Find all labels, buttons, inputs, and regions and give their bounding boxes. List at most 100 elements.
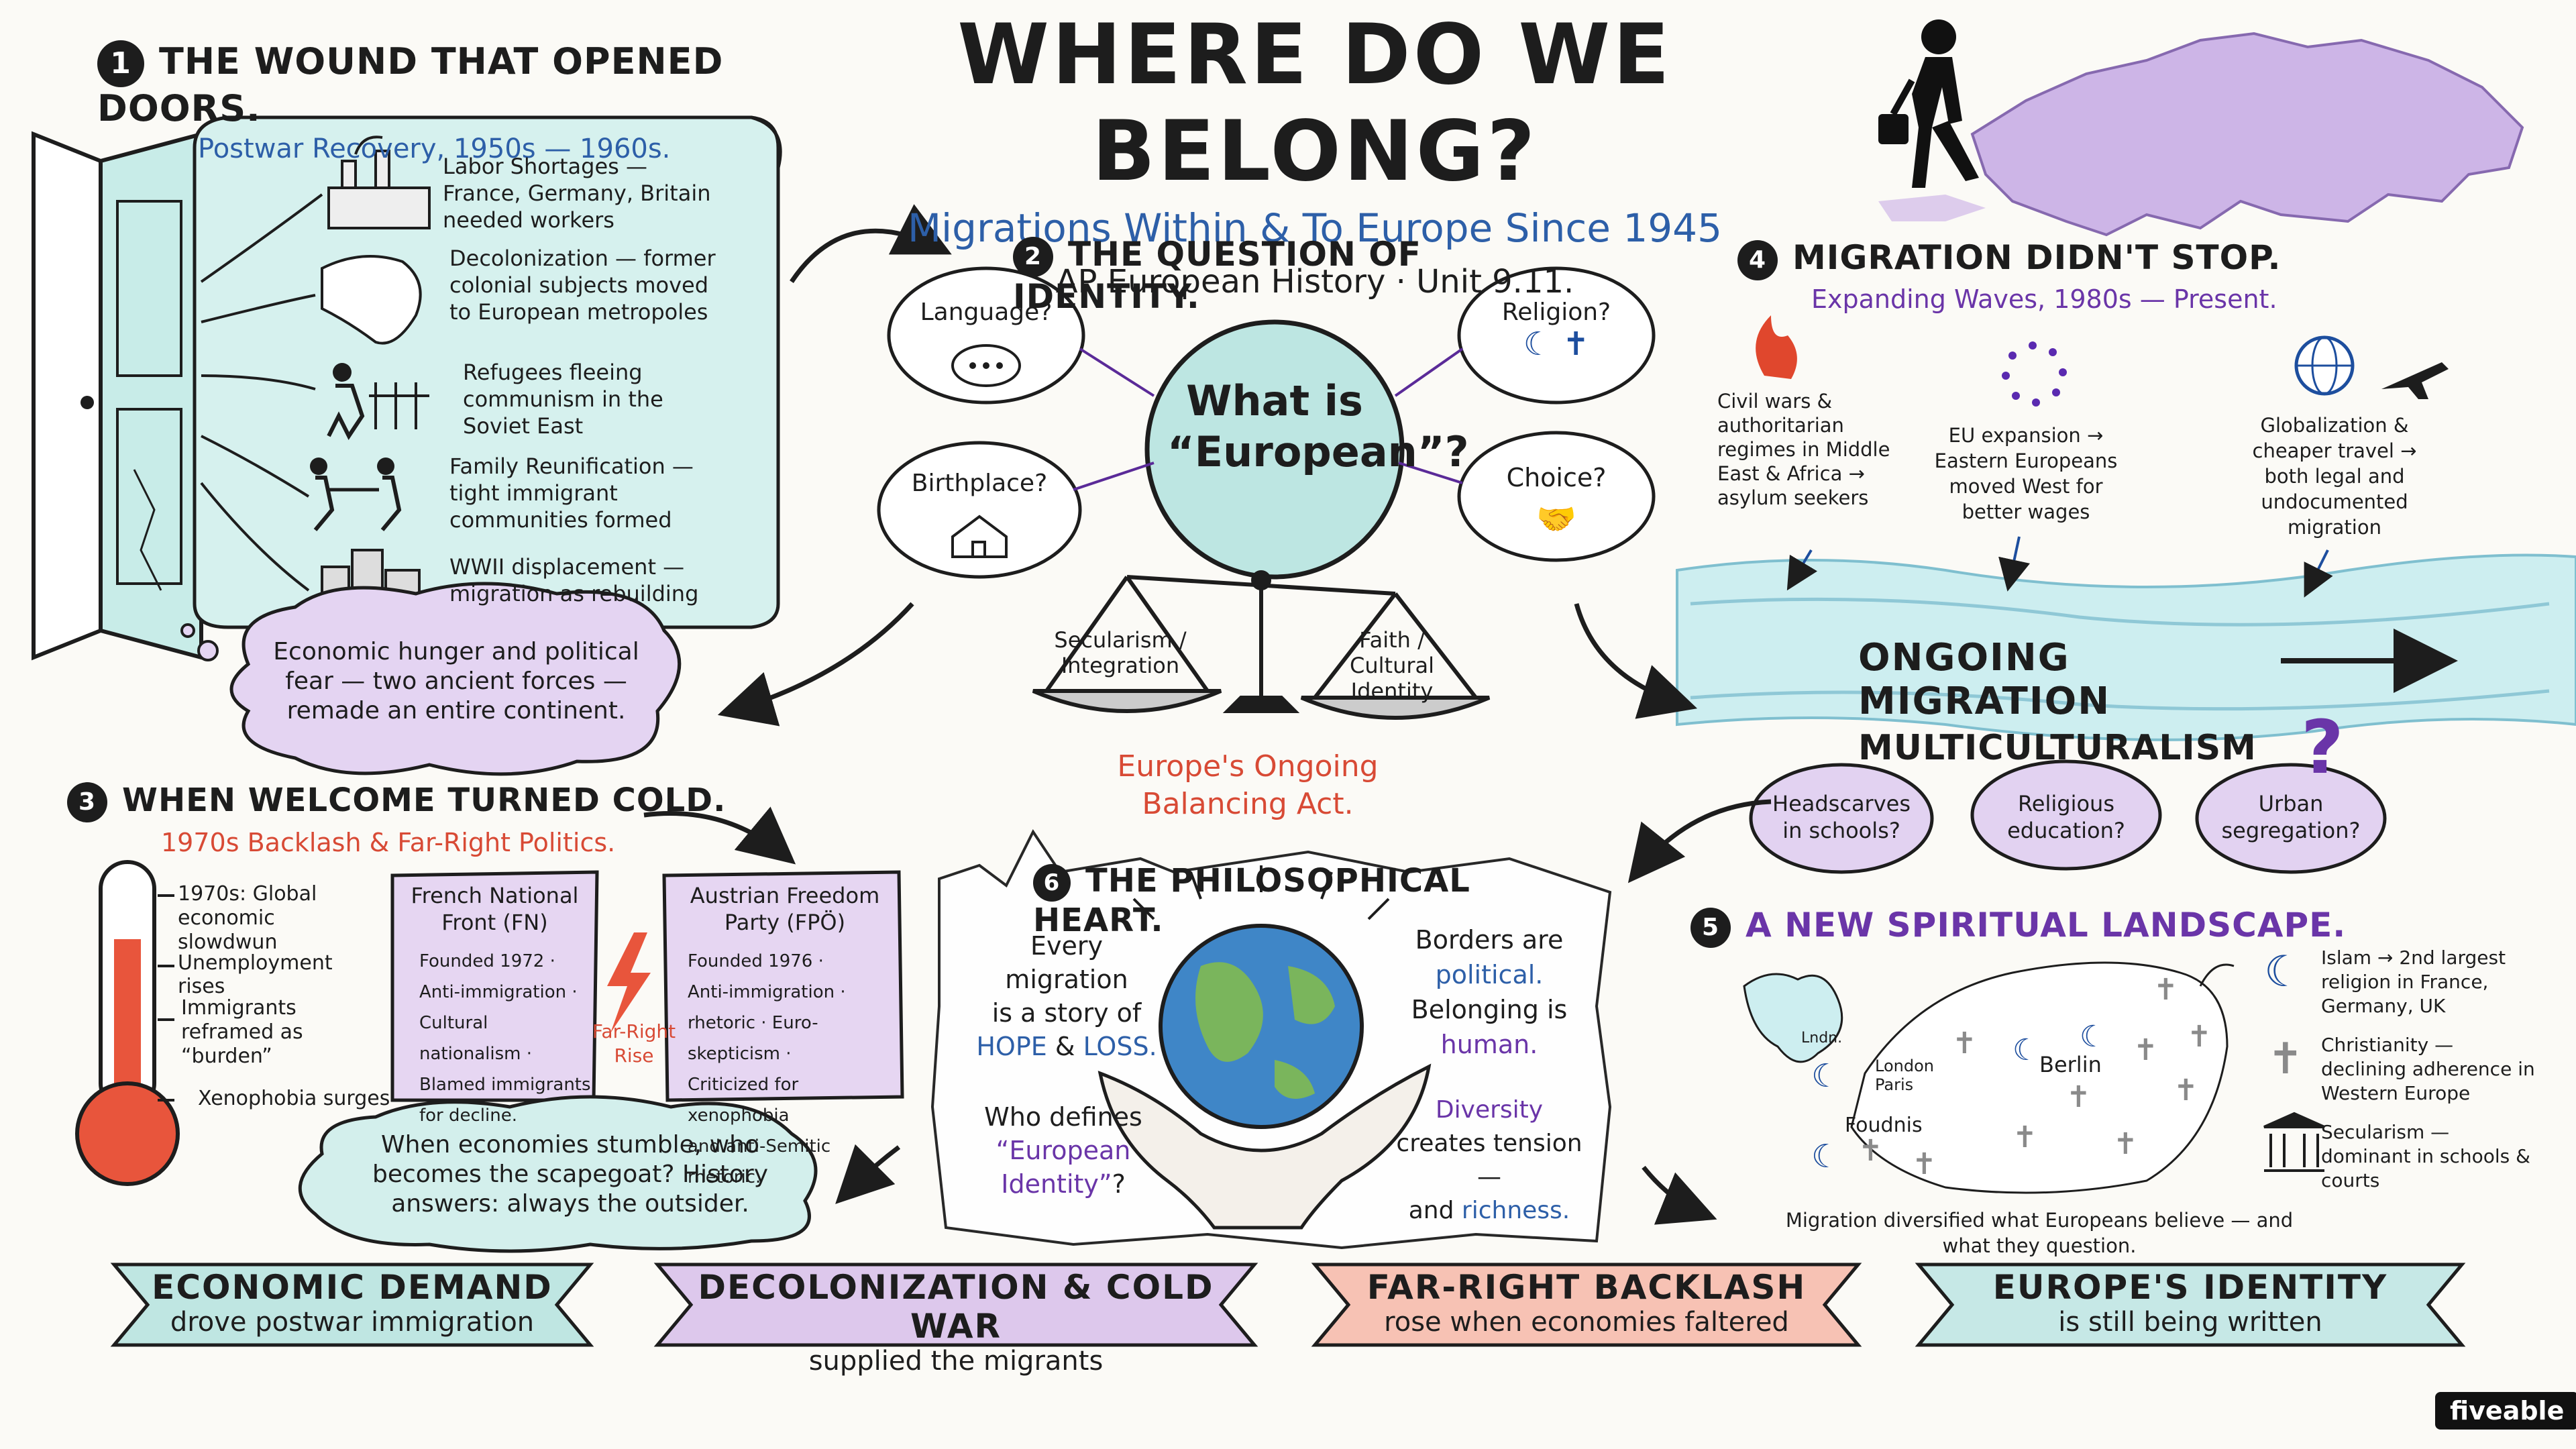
thermo-label-3: Immigrants reframed as “burden” (181, 996, 303, 1068)
multiculturalism-bubbles (1749, 759, 2387, 874)
bubble-headscarves: Headscarves in schools? (1772, 791, 1911, 843)
ribbon-banners (110, 1263, 2466, 1347)
bubble-choice: Choice? (1506, 463, 1607, 492)
fire-icon (1756, 315, 1797, 379)
globe-in-hands-icon (1097, 924, 1432, 1230)
s1-item-decolonization: Decolonization — former colonial subject… (449, 246, 716, 325)
diversity-word: Diversity (1435, 1096, 1544, 1124)
political-word: political. (1435, 960, 1544, 989)
bubble-religious-education: Religious education? (2007, 791, 2125, 843)
cross-icons: ✝✝✝ ✝✝✝ ✝✝✝ ✝ (1858, 973, 2212, 1181)
s6-text: Who defines (984, 1102, 1142, 1132)
wave-cause-1: Civil wars & authoritarian regimes in Mi… (1717, 390, 1890, 509)
section-number: 6 (1033, 864, 1071, 902)
lightning-icon (607, 932, 651, 1033)
river-band (1676, 553, 2576, 741)
banner-sub: is still being written (2058, 1307, 2322, 1338)
section-number: 5 (1690, 907, 1731, 948)
map-label-london: London (1875, 1057, 1934, 1075)
s6-who-defines: Who defines “European Identity”? (966, 1100, 1161, 1201)
s6-text: “European (996, 1136, 1131, 1165)
human-word: human. (1440, 1030, 1538, 1059)
branch-lines (200, 193, 323, 592)
header: WHERE DO WE BELONG? Migrations Within & … (839, 7, 1791, 301)
svg-text:✝: ✝ (1952, 1026, 1977, 1061)
svg-text:✝: ✝ (2012, 1120, 2037, 1155)
banner-sub: drove postwar immigration (170, 1307, 535, 1338)
balancing-caption: Europe's Ongoing Balancing Act. (1117, 749, 1379, 821)
down-arrows (1786, 536, 2333, 598)
fn-line: for decline. (419, 1106, 517, 1126)
fpo-card-title: Austrian Freedom Party (FPÖ) (690, 883, 880, 935)
banner-title: EUROPE'S IDENTITY (1992, 1268, 2388, 1307)
map-label-berlin: Berlin (2039, 1052, 2102, 1077)
thought-cloud-2 (298, 1095, 818, 1253)
banner-title: FAR-RIGHT BACKLASH (1366, 1268, 1807, 1307)
far-right-rise-label: Far-Right Rise (592, 1020, 676, 1067)
fpo-line: Criticized for xenophobia (688, 1075, 799, 1126)
fiveable-logo: fiveable (2435, 1392, 2576, 1430)
svg-text:✝: ✝ (2187, 1020, 2212, 1054)
s6-text: creates tension — (1396, 1130, 1582, 1191)
banner-sub: rose when economies faltered (1384, 1307, 1789, 1338)
balance-scale-icon (1032, 570, 1491, 720)
section-number: 3 (67, 782, 107, 822)
bubble-urban-segregation: Urban segregation? (2221, 791, 2361, 843)
s6-text: is a story of (991, 998, 1142, 1028)
identity-links (1073, 347, 1464, 491)
s1-item-wwii: WWII displacement — migration as rebuild… (449, 554, 699, 606)
s6-text: and (1408, 1197, 1454, 1224)
svg-text:☾: ☾ (1811, 1138, 1840, 1175)
europe-map-icon (1878, 32, 2524, 237)
section-number: 4 (1737, 239, 1778, 280)
africa-map-icon (321, 255, 422, 345)
svg-text:☾: ☾ (2012, 1033, 2039, 1067)
svg-text:✝: ✝ (1858, 1134, 1883, 1168)
religion-symbols-icon: ☾ ✝ (1523, 325, 1590, 363)
banner-sub: supplied the migrants (808, 1346, 1104, 1377)
fn-line: Blamed immigrants (419, 1075, 591, 1095)
s1-item-labor: Labor Shortages — France, Germany, Brita… (443, 154, 711, 233)
banner-decolonization: DECOLONIZATION & COLD WAR supplied the m… (691, 1268, 1221, 1377)
svg-text:✝: ✝ (2267, 1034, 2304, 1084)
family-reunion-icon (310, 458, 402, 531)
legend-islam: Islam → 2nd largest religion in France, … (2321, 947, 2506, 1017)
crescent-legend-icon: ☾ (2264, 947, 2302, 997)
section-number: 2 (1013, 236, 1053, 277)
thought-cloud-1 (180, 582, 682, 776)
bubble-language: Language? (920, 299, 1053, 326)
section-4-header: 4 MIGRATION DIDN'T STOP. Expanding Waves,… (1737, 238, 2475, 314)
wave-cause-3: Globalization & cheaper travel → both le… (2252, 414, 2417, 539)
svg-text:✝: ✝ (2174, 1073, 2198, 1108)
flow-arrows (643, 204, 1772, 1225)
open-door-icon (32, 131, 203, 661)
section-subtitle: Expanding Waves, 1980s — Present. (1811, 284, 2277, 314)
section-title: THE WOUND THAT OPENED DOORS. (97, 40, 724, 130)
fpo-line: Anti-immigration · (688, 982, 846, 1002)
fn-card-body: Founded 1972 · Anti-immigration · Cultur… (419, 946, 594, 1131)
temple-icon (2263, 1112, 2325, 1172)
banner-far-right: FAR-RIGHT BACKLASH rose when economies f… (1348, 1268, 1825, 1338)
s6-text: Borders are (1415, 925, 1564, 955)
svg-text:✝: ✝ (2066, 1080, 2091, 1114)
house-icon (951, 515, 1008, 558)
legend-christianity: Christianity — declining adherence in We… (2321, 1034, 2535, 1104)
thermo-label-2: Unemployment rises (178, 951, 333, 998)
svg-text:✝: ✝ (2133, 1033, 2158, 1067)
svg-text:☾: ☾ (2264, 947, 2302, 997)
factory-icon (327, 136, 431, 229)
identity-globe (1144, 319, 1405, 580)
section-title: MIGRATION DIDN'T STOP. (1792, 238, 2282, 277)
fn-line: Founded 1972 · (419, 951, 555, 971)
banner-europes-identity: EUROPE'S IDENTITY is still being written (1952, 1268, 2428, 1338)
map-label-paris: Paris (1875, 1075, 1914, 1094)
s1-thought: Economic hunger and political fear — two… (273, 638, 639, 724)
s5-caption: Migration diversified what Europeans bel… (1785, 1209, 2294, 1257)
svg-text:☾: ☾ (2080, 1020, 2106, 1054)
eu-stars-icon (2002, 341, 2067, 407)
s6-text: Belonging is (1411, 995, 1568, 1024)
europe-religion-map (1743, 961, 2235, 1194)
